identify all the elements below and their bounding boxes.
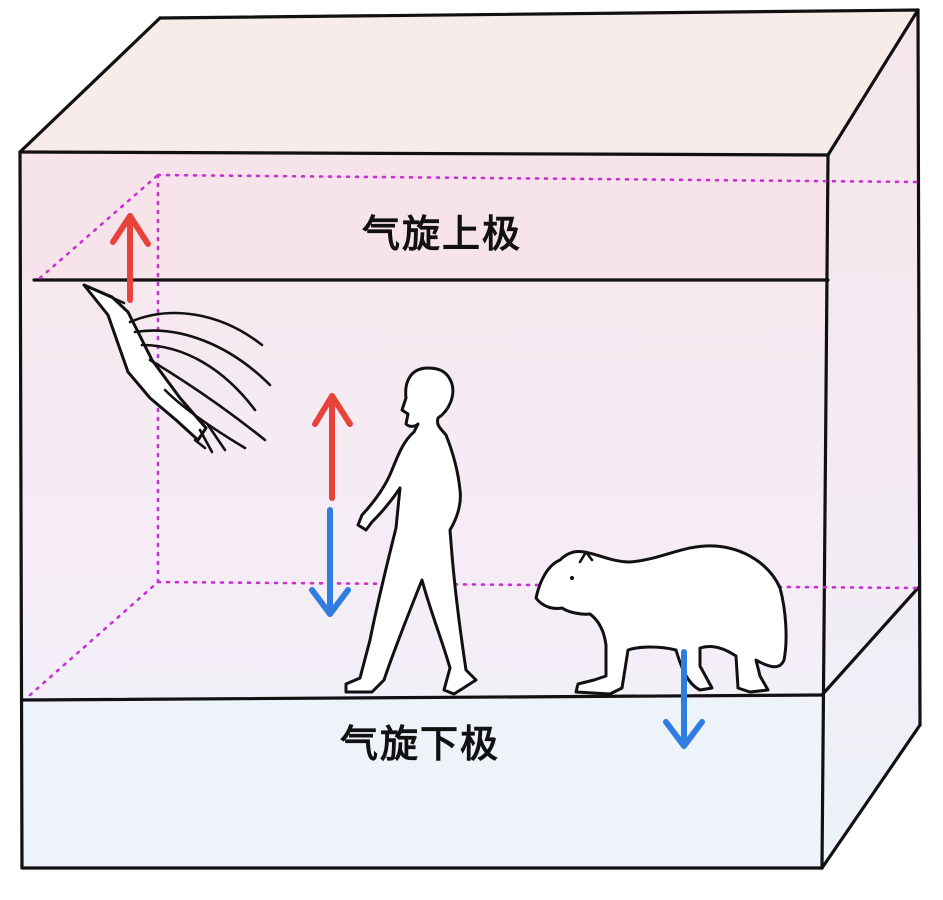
down-arrow-icon-center <box>309 507 351 617</box>
human-icon <box>344 366 478 696</box>
bear-icon <box>534 544 788 696</box>
up-arrow-icon-left <box>110 213 151 303</box>
lower-pole-label: 气旋下极 <box>340 722 500 766</box>
box-side-face <box>822 10 920 868</box>
box-top-face <box>20 10 918 155</box>
upper-pole-label: 气旋上极 <box>362 212 522 256</box>
up-arrow-icon-center <box>312 393 353 501</box>
upper-pole-band <box>22 154 826 280</box>
down-arrow-icon-right <box>663 649 705 749</box>
lower-pole-band <box>22 700 826 866</box>
bird-icon <box>82 283 272 454</box>
box-outline <box>18 8 922 870</box>
dotted-planes <box>28 173 920 697</box>
